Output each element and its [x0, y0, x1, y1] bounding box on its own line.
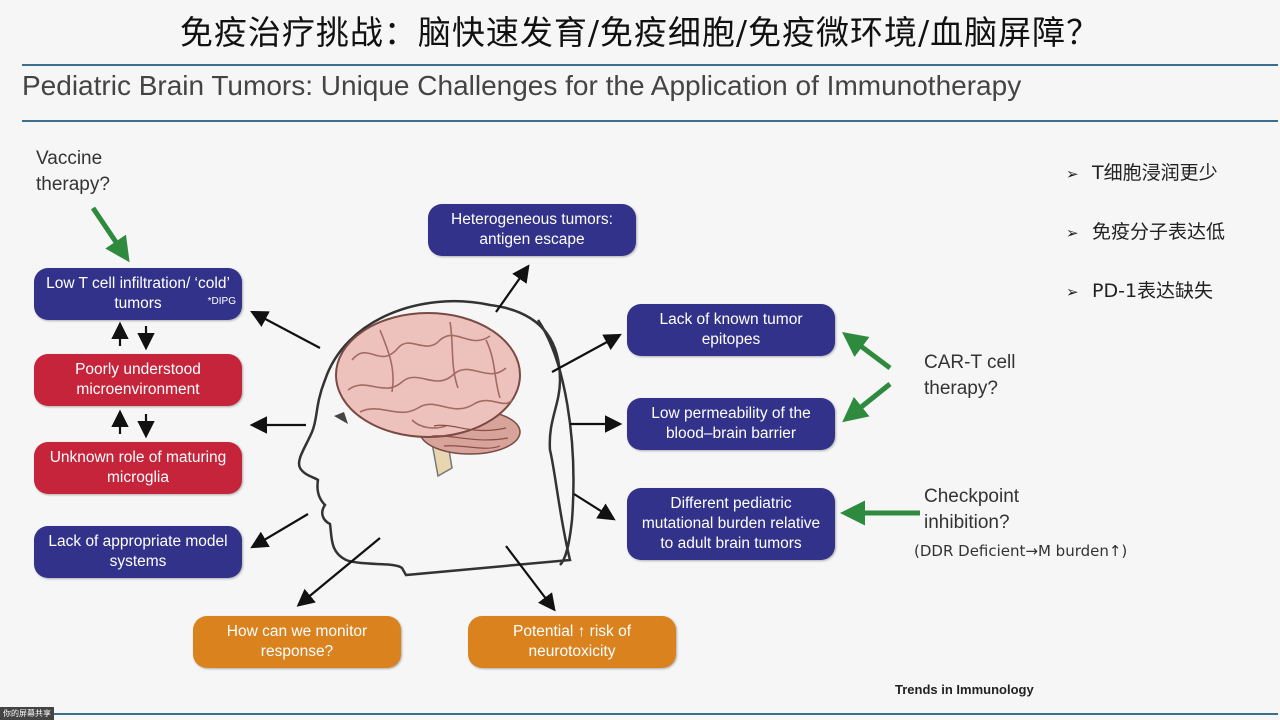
box-label: Low permeability of the blood–brain barr…: [651, 405, 811, 442]
box-label: Lack of known tumor epitopes: [659, 311, 803, 348]
box-heterogeneous-tumors: Heterogeneous tumors: antigen escape: [428, 204, 636, 256]
box-label: Lack of appropriate model systems: [48, 533, 228, 570]
box-mutational-burden: Different pediatric mutational burden re…: [627, 488, 835, 560]
black-arrows: [111, 264, 623, 612]
box-label: Heterogeneous tumors: antigen escape: [451, 211, 613, 248]
box-label: Potential ↑ risk of neurotoxicity: [512, 623, 632, 660]
brain-illustration: [335, 312, 521, 478]
footer-rule: [22, 713, 1278, 715]
box-label: How can we monitor response?: [226, 623, 368, 660]
box-label: Low T cell infiltration/ ‘cold’ tumors: [46, 275, 230, 312]
eye-icon: [334, 412, 348, 424]
bullet-arrow-icon: ➢: [1066, 224, 1079, 242]
bullet-item: ➢免疫分子表达低: [1066, 221, 1226, 243]
head-silhouette: [297, 300, 575, 577]
box-lack-of-model-systems: Lack of appropriate model systems: [34, 526, 242, 578]
box-poorly-understood-microenvironment: Poorly understood microenvironment: [34, 354, 242, 406]
title-rule-top: [22, 64, 1278, 66]
source-credit: Trends in Immunology: [895, 682, 1034, 697]
box-low-bbb-permeability: Low permeability of the blood–brain barr…: [627, 398, 835, 450]
title-rule-bottom: [22, 120, 1278, 122]
screen-share-tag: 你的屏幕共享: [0, 707, 54, 720]
green-arrows: [90, 206, 920, 526]
car-t-therapy-label: CAR-T cell therapy?: [924, 352, 1016, 399]
box-label: Poorly understood microenvironment: [75, 361, 201, 398]
slide-title-chinese: 免疫治疗挑战：脑快速发育/免疫细胞/免疫微环境/血脑屏障？: [179, 13, 1101, 52]
box-low-t-cell-infiltration: Low T cell infiltration/ ‘cold’ tumors *…: [34, 268, 242, 320]
chinese-bullet-list: ➢T细胞浸润更少 ➢免疫分子表达低 ➢PD-1表达缺失: [1066, 158, 1225, 335]
bullet-item: ➢T细胞浸润更少: [1066, 162, 1218, 184]
box-neurotoxicity-risk: Potential ↑ risk of neurotoxicity: [468, 616, 676, 668]
box-monitor-response: How can we monitor response?: [193, 616, 401, 668]
dipg-footnote: *DIPG: [207, 296, 236, 307]
checkpoint-note: (DDR Deficient→M burden↑): [914, 542, 1128, 560]
box-label: Different pediatric mutational burden re…: [641, 495, 821, 552]
vaccine-therapy-label: Vaccine therapy?: [36, 148, 110, 195]
box-lack-of-tumor-epitopes: Lack of known tumor epitopes: [627, 304, 835, 356]
checkpoint-inhibition-label: Checkpoint inhibition?: [924, 486, 1020, 533]
box-unknown-role-microglia: Unknown role of maturing microglia: [34, 442, 242, 494]
box-label: Unknown role of maturing microglia: [49, 449, 227, 486]
bullet-arrow-icon: ➢: [1066, 165, 1079, 183]
bullet-item: ➢PD-1表达缺失: [1066, 280, 1214, 302]
bullet-arrow-icon: ➢: [1066, 283, 1079, 301]
slide-title-english: Pediatric Brain Tumors: Unique Challenge…: [22, 70, 1022, 101]
